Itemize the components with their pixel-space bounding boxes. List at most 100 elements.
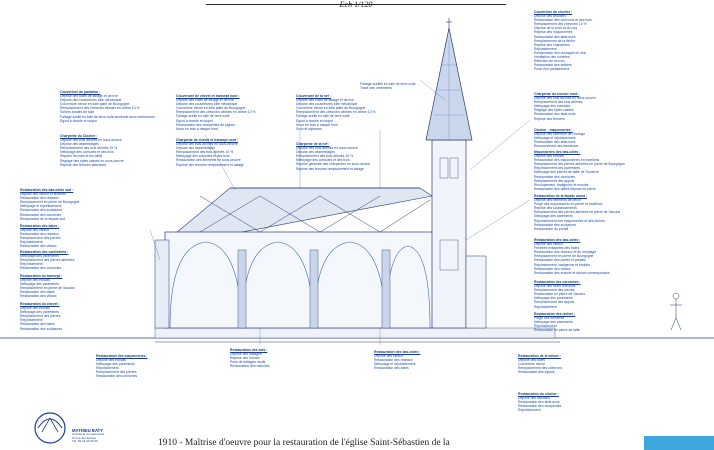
note-line: Rejointoiement	[534, 46, 557, 51]
note-line: Restauration du portail	[534, 226, 569, 231]
note-heading: Restauration du clocher :	[518, 392, 559, 396]
statue-figure	[670, 292, 682, 331]
note-roof-gable: Couverture du pantalon :Dépose des tuile…	[60, 90, 170, 134]
note-line: Nettoyage des parements	[20, 310, 59, 315]
title-rule	[206, 0, 506, 5]
note-heading: Restauration des corniches :	[534, 280, 581, 284]
note-line: Restauration des baies	[374, 366, 409, 371]
note-line: Restauration des chevrons et des bois	[534, 18, 592, 23]
note-line: Restauration des vitraux	[20, 294, 57, 299]
note-tower-frame: Charpente du clocher nord :Dépose des bo…	[534, 92, 654, 122]
note-line: Remplacement des appuis	[534, 300, 575, 305]
note-line: Remplacement des pierres abîmées	[20, 258, 75, 263]
note-heading: Restauration des maçonneries :	[96, 354, 148, 358]
architect-logo-icon	[34, 412, 66, 444]
note-line: Remplacement de la flèche	[534, 38, 576, 43]
note-line: Dépose des couvertures tuile mécanique	[60, 98, 122, 103]
note-aisles-low: Restauration des bas-côtés :Dépose des v…	[374, 350, 504, 380]
note-line: Nettoyage des consoles et des bois	[296, 158, 350, 163]
note-line: Restauration des dalles dépose en pierre	[534, 186, 596, 191]
note-line: Couverture neuve en tuile plate de Bourg…	[60, 102, 130, 107]
note-line: Restauration des marches	[230, 364, 270, 369]
note-line: Restauration des égouts	[518, 370, 555, 375]
note-line: Restauration des corniches	[20, 266, 62, 271]
note-line: Remplacement en pierre de Bourgogne	[20, 200, 80, 205]
note-line: Restauration des corniches	[534, 174, 576, 179]
note-line: Rejointoiement des maçonneries et des pi…	[534, 218, 605, 223]
west-front	[154, 239, 170, 329]
note-line: Remplacement des chevrons 10 %	[534, 22, 587, 27]
note-line: Reprise des ferrures attendant	[60, 162, 106, 167]
note-line: Nettoyage et rejointoiement	[20, 204, 62, 209]
note-line: Restauration des charpentes	[518, 404, 562, 409]
note-line: Rejointoiement	[20, 240, 43, 245]
note-line: Dépose des vitraux	[534, 242, 564, 247]
note-line: Restauration des baies	[20, 322, 55, 327]
note-line: Recouvrement des bandeaux	[534, 144, 579, 149]
note-line: Remplacement en pierre de Bourgogne	[534, 254, 594, 259]
note-heading: Couverture de la nef :	[296, 94, 331, 98]
pillars	[237, 249, 391, 329]
note-line: Reprise des maçonneries	[534, 30, 573, 35]
note-line: Reprise des formes	[230, 356, 260, 361]
note-heading: Restauration de la toiture :	[518, 354, 561, 358]
note-line: Remplacement des pierres	[96, 370, 137, 375]
note-line: Rejointoiement	[20, 318, 43, 323]
note-floors: Restauration des sols :Dépose des dallag…	[230, 348, 360, 378]
note-aisle-masonry: Maçonneries des bas-côtés :Dépose des en…	[534, 150, 664, 194]
note-line: Dépose des dallages	[230, 352, 262, 357]
note-line: Reprise des ferrures remplacement et cal…	[296, 166, 364, 171]
note-line: Dépose des couvertures tuile mécanique	[296, 102, 358, 107]
note-line: Couverture neuve en tuile plate de Bourg…	[296, 106, 366, 111]
note-line: Remplacement des pierres abîmées en pier…	[534, 162, 626, 167]
note-line: Dépose des bois abîmés en sous-oeuvre	[534, 96, 596, 101]
note-heading: Restauration des sols :	[230, 348, 268, 352]
note-nave-roof: Couverture de la nef :Dépose des tuiles …	[296, 94, 406, 138]
note-line: Restauration des baies	[20, 290, 55, 295]
note-aisle-bays: Restauration des bas-côtés :Dépose des v…	[534, 238, 664, 276]
note-line: Reprise des ferrures	[534, 116, 565, 121]
note-line: Nettoyage des parements	[534, 296, 573, 301]
note-niches: Restauration des niches :Purge des éléme…	[534, 312, 664, 336]
note-line: Dépose des blocs d'enduits	[534, 284, 576, 289]
note-heading: Couverture de chevet et transept nord :	[176, 94, 240, 98]
note-line: Réfection de la croix	[534, 59, 565, 64]
note-chevet: Restauration du chevet :Dépose des endui…	[20, 302, 150, 332]
note-line: Purge des maçonneries en pierre et moell…	[534, 202, 603, 207]
note-line: Nettoyage des consoles et des bois	[176, 154, 230, 159]
note-line: Réparer les bois et les taillis	[60, 154, 103, 159]
note-line: Nettoyage et rejointoiement	[534, 136, 576, 141]
note-line: Réglage des épiés cassés	[534, 108, 574, 113]
note-line: Nettoyage des parements	[534, 320, 573, 325]
note-line: Dépose des tuiles de faîtage et de rive	[176, 98, 234, 103]
note-line: Remplacement des bois abîmés 10 %	[176, 150, 234, 155]
note-cornices: Restauration des corniches :Dépose des b…	[534, 280, 664, 310]
note-line: Restauration des réseaux	[20, 232, 59, 237]
note-line: Reprise des soubassements	[534, 206, 577, 211]
note-line: Dépose des assemblages	[296, 150, 336, 155]
bell-tower	[431, 139, 467, 329]
note-line: Nettoyage des consoles	[534, 104, 571, 109]
note-line: Remplacement des bois abîmés	[534, 100, 583, 105]
note-heading: Maçonneries des bas-côtés :	[534, 150, 581, 154]
note-line: Restauration en pierre de taille	[534, 328, 581, 333]
note-line: Restauration des abat-sons	[534, 140, 576, 145]
scale-label: Ech 1/120	[339, 0, 373, 9]
note-line: Tracé des ornements	[360, 86, 392, 91]
note-line: Dépose des tuiles	[518, 358, 545, 363]
nave-body	[164, 231, 434, 329]
note-line: Nettoyage des parements	[20, 254, 59, 259]
note-line: Restauration des abat-sons	[534, 34, 576, 39]
note-line: Restauration de la façade sud	[20, 216, 66, 221]
note-line: Rejointoiement	[534, 304, 557, 309]
note-line: Reprise des charpentes	[534, 42, 570, 47]
note-line: Faîtage scellé en tuile de terre cuite a…	[60, 114, 155, 119]
note-line: Restauration des sculptures	[20, 208, 63, 213]
note-line: Nettoyage des consoles et des bois	[60, 150, 114, 155]
note-line: Couverture neuve en tuile plate de Bourg…	[176, 106, 246, 111]
tower-door	[439, 239, 459, 271]
note-line: Dépose des vitraux	[20, 228, 50, 233]
note-line: Dépose des assemblages	[60, 142, 100, 147]
note-line: Fenêtres existantes des baies	[534, 246, 580, 251]
